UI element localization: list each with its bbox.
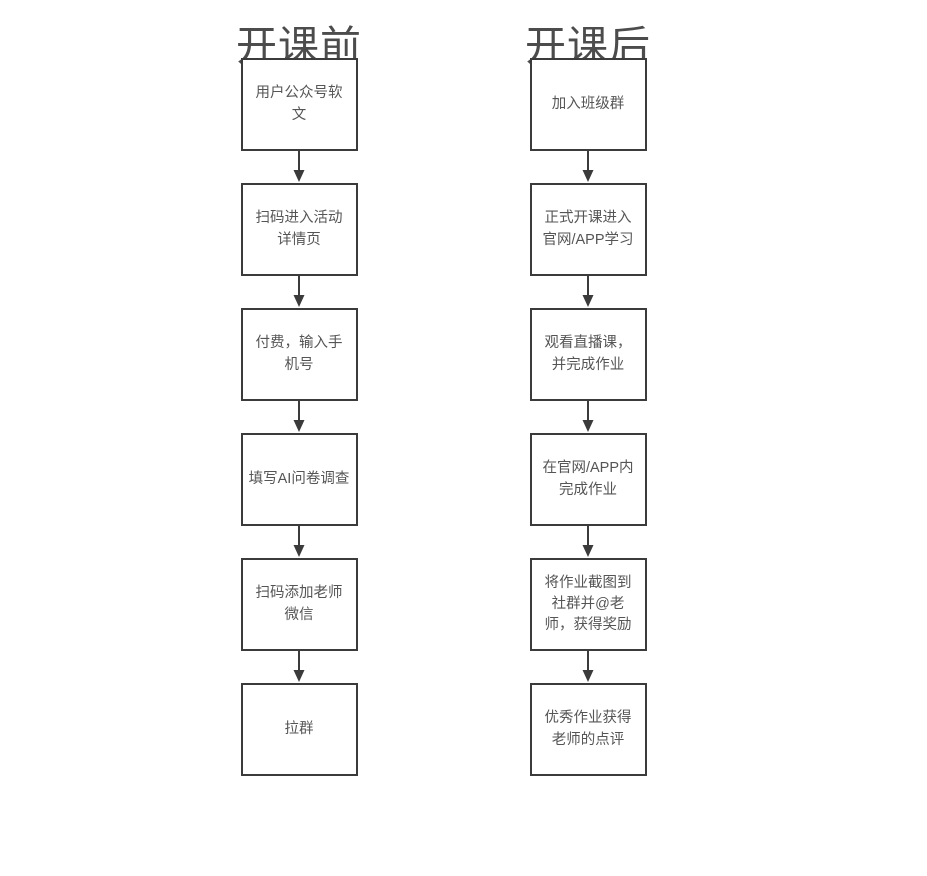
flow-arrow-right-3-4 — [483, 401, 693, 433]
flow-column-after-class: 开课后 加入班级群 正式开课进入官网/APP学习 — [483, 0, 693, 776]
flow-node-left-1[interactable]: 用户公众号软文 — [240, 58, 358, 151]
flow-arrow-left-1-2 — [194, 151, 404, 183]
flow-node-wrap: 填写AI问卷调查 — [194, 433, 404, 526]
flow-node-left-6[interactable]: 拉群 — [240, 683, 358, 776]
flow-node-right-5[interactable]: 将作业截图到社群并@老师，获得奖励 — [529, 558, 647, 651]
flow-node-wrap: 优秀作业获得老师的点评 — [483, 683, 693, 776]
flow-node-left-2[interactable]: 扫码进入活动详情页 — [240, 183, 358, 276]
flow-node-left-4[interactable]: 填写AI问卷调查 — [240, 433, 358, 526]
flow-node-label: 在官网/APP内完成作业 — [542, 460, 634, 498]
flow-column-before-class: 开课前 用户公众号软文 扫码进入活动详情页 — [194, 0, 404, 776]
flow-arrow-right-5-6 — [483, 651, 693, 683]
flow-arrow-left-2-3 — [194, 276, 404, 308]
flow-node-label: 优秀作业获得老师的点评 — [544, 710, 632, 748]
flow-node-wrap: 拉群 — [194, 683, 404, 776]
flow-node-right-4[interactable]: 在官网/APP内完成作业 — [529, 433, 647, 526]
flow-node-wrap: 加入班级群 — [483, 58, 693, 151]
flow-arrow-right-2-3 — [483, 276, 693, 308]
flow-node-label: 将作业截图到社群并@老师，获得奖励 — [544, 574, 632, 633]
flow-node-label: 填写AI问卷调查 — [248, 470, 350, 487]
flow-node-right-6[interactable]: 优秀作业获得老师的点评 — [529, 683, 647, 776]
flow-sequence-before-class: 用户公众号软文 扫码进入活动详情页 — [194, 56, 404, 776]
flow-arrow-left-3-4 — [194, 401, 404, 433]
flow-arrow-left-5-6 — [194, 651, 404, 683]
flow-node-label: 加入班级群 — [551, 95, 625, 112]
flow-node-wrap: 扫码进入活动详情页 — [194, 183, 404, 276]
flow-node-wrap: 观看直播课，并完成作业 — [483, 308, 693, 401]
flow-arrow-left-4-5 — [194, 526, 404, 558]
flow-node-label: 观看直播课，并完成作业 — [544, 335, 632, 373]
flow-node-wrap: 在官网/APP内完成作业 — [483, 433, 693, 526]
flow-node-label: 正式开课进入官网/APP学习 — [542, 210, 634, 248]
flow-node-right-2[interactable]: 正式开课进入官网/APP学习 — [529, 183, 647, 276]
flow-node-wrap: 用户公众号软文 — [194, 58, 404, 151]
flow-node-wrap: 将作业截图到社群并@老师，获得奖励 — [483, 558, 693, 651]
column-header-before-class: 开课前 — [236, 23, 362, 69]
flow-arrow-right-1-2 — [483, 151, 693, 183]
flow-node-label: 扫码添加老师微信 — [255, 585, 343, 623]
column-header-after-class: 开课后 — [525, 23, 651, 69]
flow-node-right-3[interactable]: 观看直播课，并完成作业 — [529, 308, 647, 401]
flow-node-label: 扫码进入活动详情页 — [255, 210, 343, 248]
flow-node-wrap: 扫码添加老师微信 — [194, 558, 404, 651]
flow-node-wrap: 付费，输入手机号 — [194, 308, 404, 401]
flow-node-left-5[interactable]: 扫码添加老师微信 — [240, 558, 358, 651]
flow-node-label: 拉群 — [284, 720, 314, 737]
flow-sequence-after-class: 加入班级群 正式开课进入官网/APP学习 — [483, 56, 693, 776]
flow-node-left-3[interactable]: 付费，输入手机号 — [240, 308, 358, 401]
flow-node-wrap: 正式开课进入官网/APP学习 — [483, 183, 693, 276]
flow-node-label: 付费，输入手机号 — [255, 335, 343, 373]
flow-arrow-right-4-5 — [483, 526, 693, 558]
flow-node-right-1[interactable]: 加入班级群 — [529, 58, 647, 151]
flow-node-label: 用户公众号软文 — [255, 85, 343, 123]
